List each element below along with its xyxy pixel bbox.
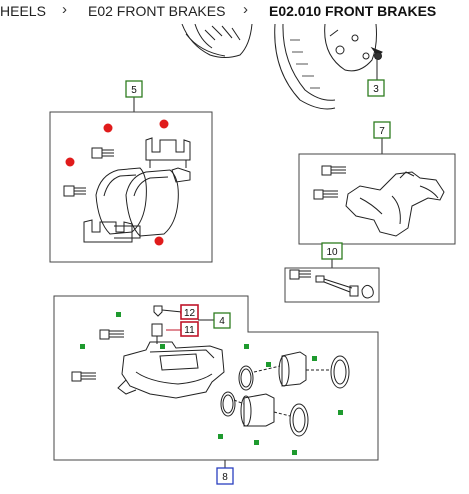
callout-12[interactable]: 12 — [180, 304, 199, 320]
marker-red — [154, 236, 164, 246]
callout-label: 4 — [219, 316, 225, 327]
green-markers — [80, 312, 343, 455]
caliper-assembly-group — [53, 295, 379, 468]
marker-red — [103, 123, 113, 133]
callout-label: 7 — [379, 126, 385, 137]
chevron-right-icon: › — [243, 1, 248, 18]
callout-7[interactable]: 7 — [373, 121, 391, 139]
breadcrumb-item-current: E02.010 FRONT BRAKES — [269, 3, 437, 19]
callout-label: 8 — [222, 472, 228, 483]
callout-5[interactable]: 5 — [125, 80, 143, 98]
callout-3[interactable]: 3 — [367, 79, 385, 97]
callout-label: 12 — [184, 308, 196, 319]
callout-8[interactable]: 8 — [216, 467, 234, 485]
callout-label: 11 — [184, 325, 195, 336]
callout-label: 5 — [131, 85, 137, 96]
parts-diagram: 3 — [49, 24, 456, 485]
breadcrumb: HEELS › E02 FRONT BRAKES › E02.010 FRONT… — [0, 0, 469, 24]
brake-rotor-drawing — [274, 24, 383, 110]
callout-label: 10 — [326, 247, 338, 258]
marker-red — [65, 157, 75, 167]
guide-pin-group — [284, 259, 380, 303]
hub-drawing — [181, 24, 253, 58]
callout-11[interactable]: 11 — [180, 321, 199, 337]
marker-red — [159, 119, 169, 129]
chevron-right-icon: › — [62, 1, 67, 18]
caliper-bracket-group — [298, 138, 456, 245]
breadcrumb-item-wheels[interactable]: HEELS — [0, 3, 46, 19]
breadcrumb-item-front-brakes[interactable]: E02 FRONT BRAKES — [88, 3, 226, 19]
callout-10[interactable]: 10 — [321, 242, 343, 260]
callout-4[interactable]: 4 — [213, 312, 231, 329]
callout-label: 3 — [373, 84, 379, 95]
brake-pad-kit-group — [49, 97, 213, 263]
